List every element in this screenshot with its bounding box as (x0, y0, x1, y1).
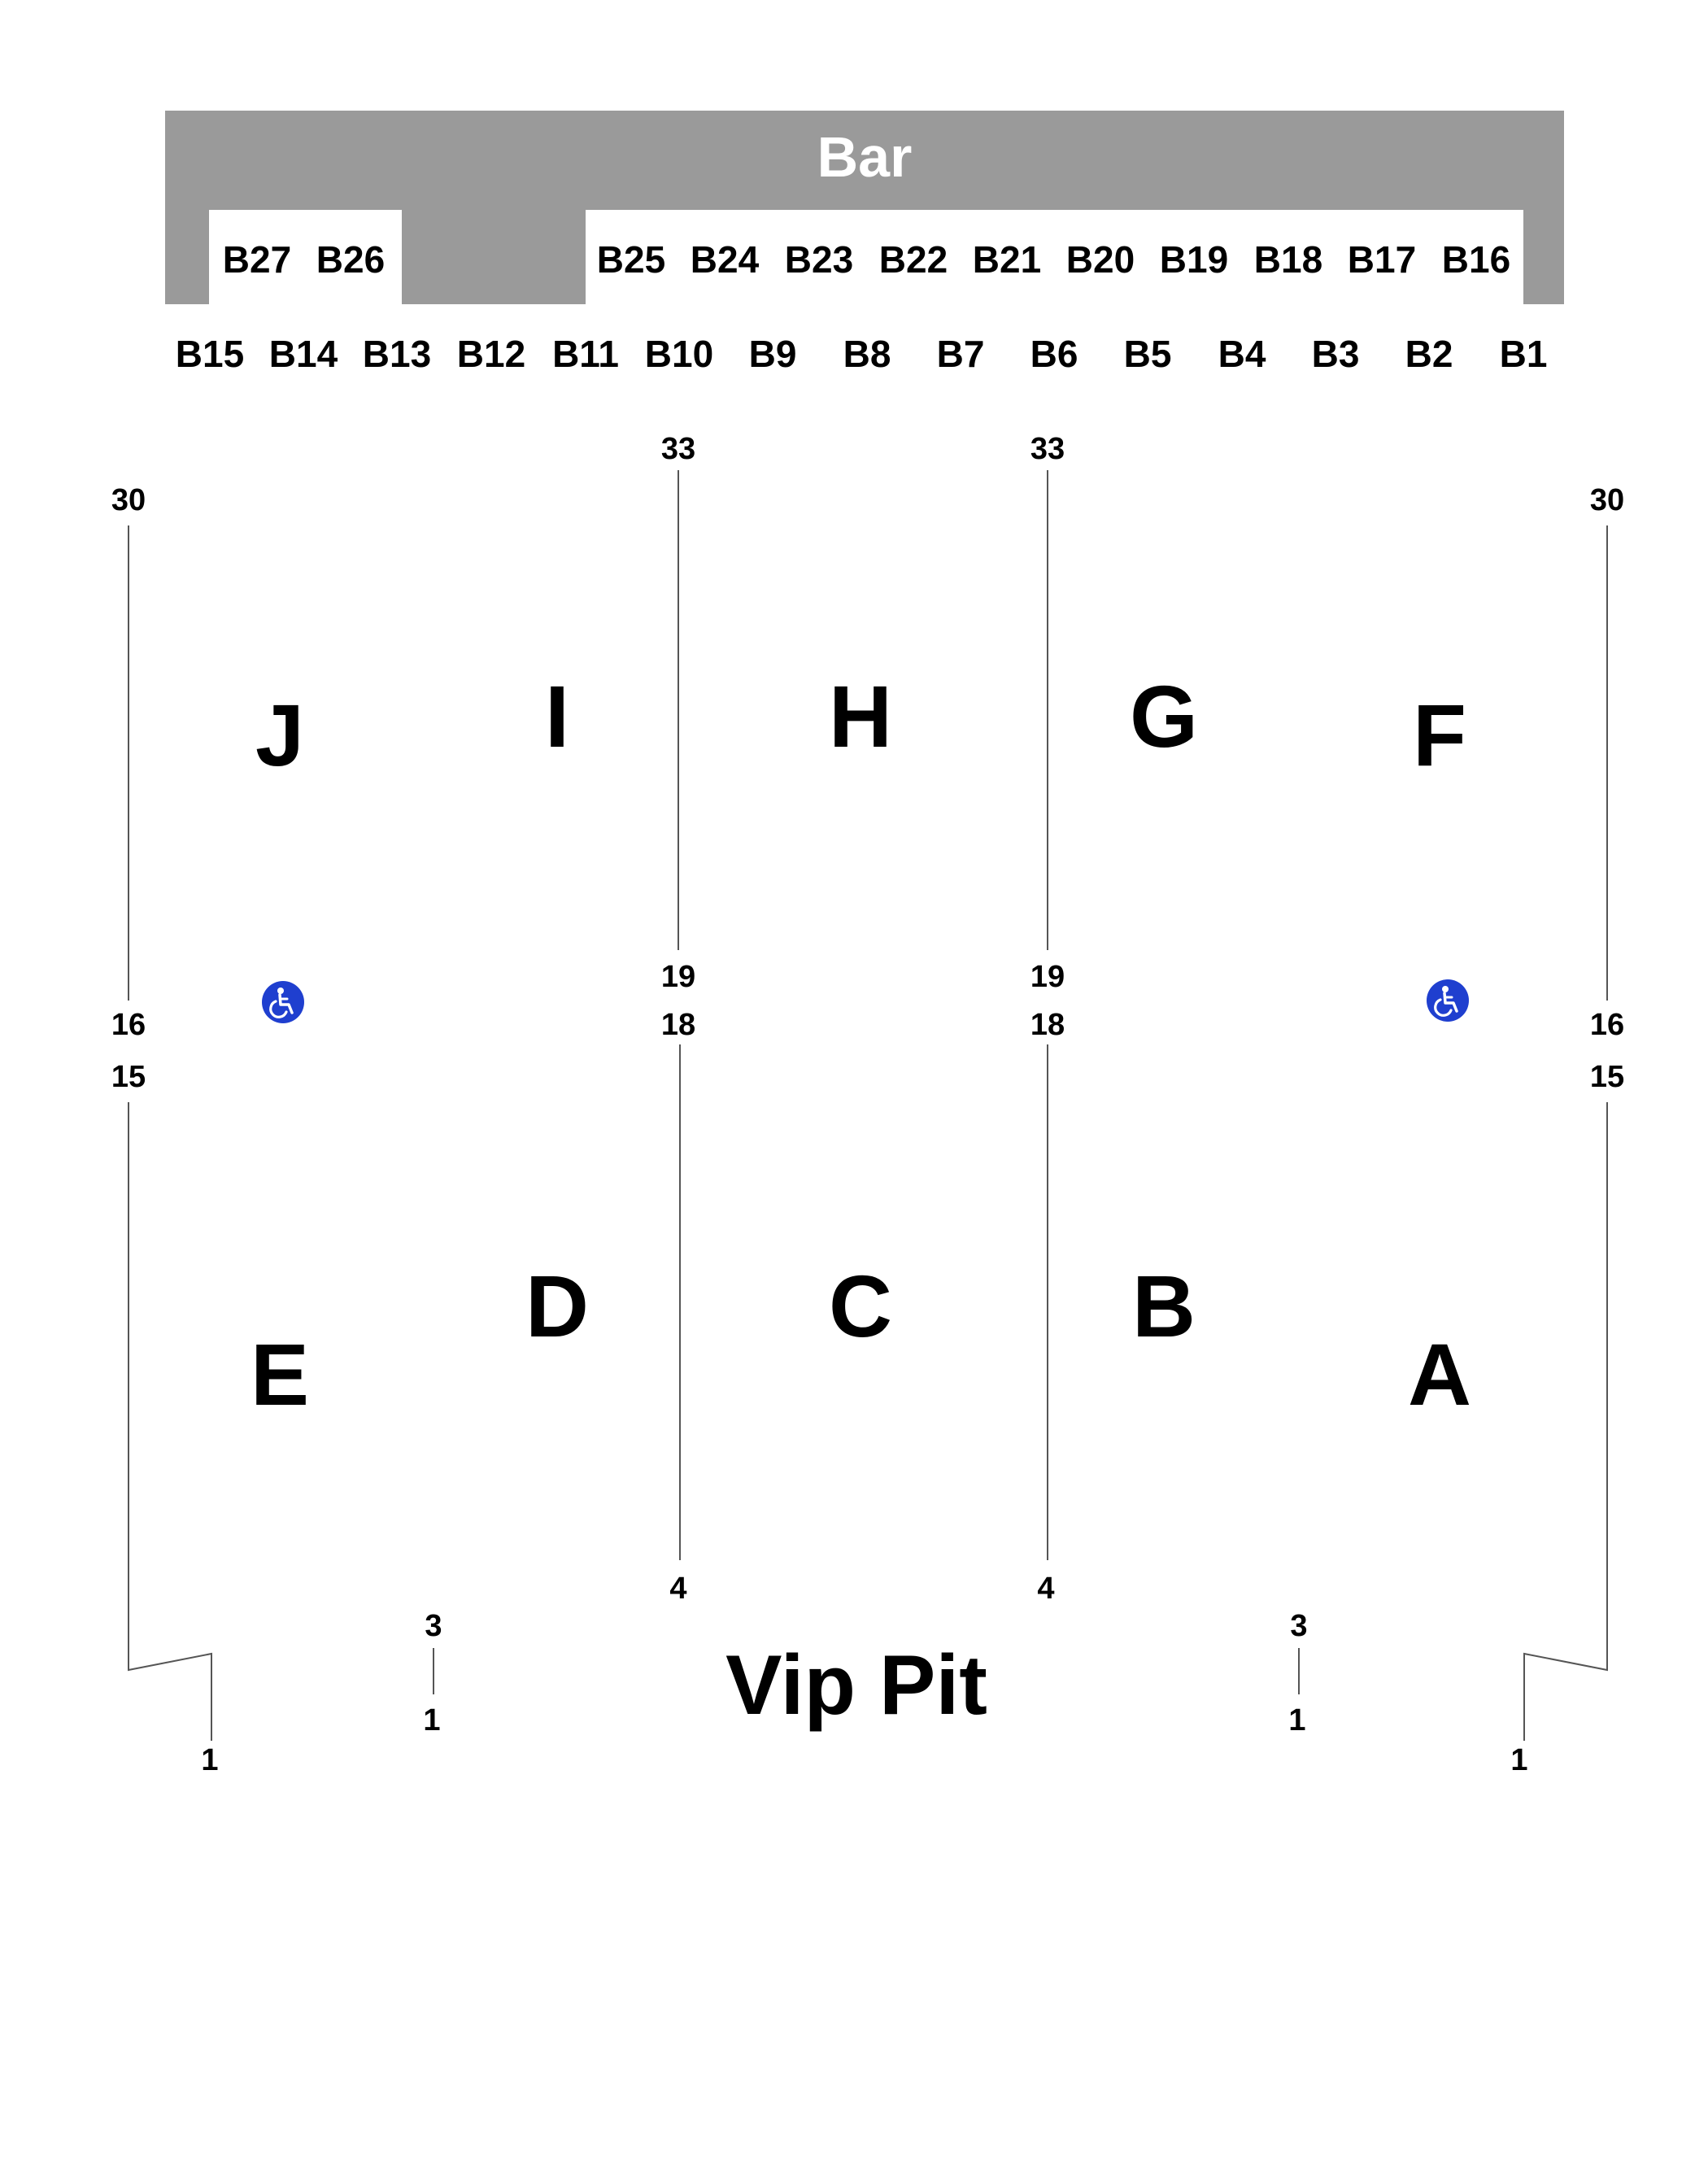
bar-notch-left (209, 210, 402, 304)
section-b[interactable]: B (1132, 1257, 1196, 1355)
row-label-center-left-18: 18 (660, 1008, 696, 1042)
section-g[interactable]: G (1129, 667, 1199, 765)
booth-b13[interactable]: B13 (362, 333, 432, 375)
row-label-inner-right-1: 1 (1288, 1703, 1306, 1737)
booth-b27[interactable]: B27 (222, 238, 292, 281)
row-label-inner-left-3: 3 (425, 1609, 442, 1643)
row-label-center-left-19: 19 (660, 960, 696, 994)
row-label-center-left-4: 4 (669, 1572, 687, 1606)
row-label-left-16: 16 (111, 1008, 146, 1042)
booth-b7[interactable]: B7 (936, 333, 985, 375)
row-label-left-15: 15 (111, 1060, 146, 1094)
right-lower-boundary-line (1523, 1102, 1608, 1741)
booth-b24[interactable]: B24 (690, 238, 760, 281)
booth-b20[interactable]: B20 (1065, 238, 1135, 281)
row-label-right-1: 1 (1510, 1743, 1528, 1777)
section-a[interactable]: A (1408, 1325, 1471, 1424)
booth-b25[interactable]: B25 (596, 238, 666, 281)
booth-b5[interactable]: B5 (1123, 333, 1172, 375)
booth-b10[interactable]: B10 (644, 333, 714, 375)
wheelchair-icon (262, 981, 304, 1023)
row-label-right-30: 30 (1589, 483, 1625, 517)
row-label-inner-left-1: 1 (423, 1703, 441, 1737)
booth-b11[interactable]: B11 (552, 333, 619, 375)
row-label-right-16: 16 (1589, 1008, 1625, 1042)
booth-b3[interactable]: B3 (1311, 333, 1360, 375)
booth-b4[interactable]: B4 (1218, 333, 1266, 375)
booth-b9[interactable]: B9 (748, 333, 797, 375)
row-label-inner-right-3: 3 (1290, 1609, 1308, 1643)
row-label-center-right-19: 19 (1030, 960, 1065, 994)
section-i[interactable]: I (544, 667, 570, 765)
section-f[interactable]: F (1413, 686, 1466, 784)
section-d[interactable]: D (525, 1257, 589, 1355)
row-label-center-right-4: 4 (1037, 1572, 1055, 1606)
booth-b12[interactable]: B12 (456, 333, 526, 375)
booth-b15[interactable]: B15 (175, 333, 245, 375)
booth-b21[interactable]: B21 (972, 238, 1042, 281)
left-lower-boundary-line (128, 1102, 212, 1741)
bar-notch-right (586, 210, 1523, 304)
booth-b1[interactable]: B1 (1499, 333, 1548, 375)
wheelchair-icon (1427, 979, 1469, 1022)
row-label-center-left-33: 33 (660, 432, 696, 466)
section-j[interactable]: J (255, 686, 305, 784)
booth-b8[interactable]: B8 (843, 333, 891, 375)
row-label-left-1: 1 (201, 1743, 219, 1777)
booth-b22[interactable]: B22 (878, 238, 948, 281)
section-e[interactable]: E (250, 1325, 310, 1424)
booth-b26[interactable]: B26 (316, 238, 386, 281)
booth-b2[interactable]: B2 (1405, 333, 1453, 375)
booth-b17[interactable]: B17 (1347, 238, 1417, 281)
row-label-center-right-18: 18 (1030, 1008, 1065, 1042)
bar-title: Bar (817, 125, 913, 189)
section-h[interactable]: H (829, 667, 892, 765)
section-c[interactable]: C (829, 1257, 892, 1355)
booth-b18[interactable]: B18 (1253, 238, 1323, 281)
booth-b6[interactable]: B6 (1030, 333, 1078, 375)
booth-b16[interactable]: B16 (1441, 238, 1511, 281)
row-label-center-right-33: 33 (1030, 432, 1065, 466)
booth-b23[interactable]: B23 (784, 238, 854, 281)
row-label-right-15: 15 (1589, 1060, 1625, 1094)
vip-pit-label[interactable]: Vip Pit (725, 1638, 987, 1733)
booth-b19[interactable]: B19 (1159, 238, 1229, 281)
row-label-left-30: 30 (111, 483, 146, 517)
booth-b14[interactable]: B14 (268, 333, 338, 375)
